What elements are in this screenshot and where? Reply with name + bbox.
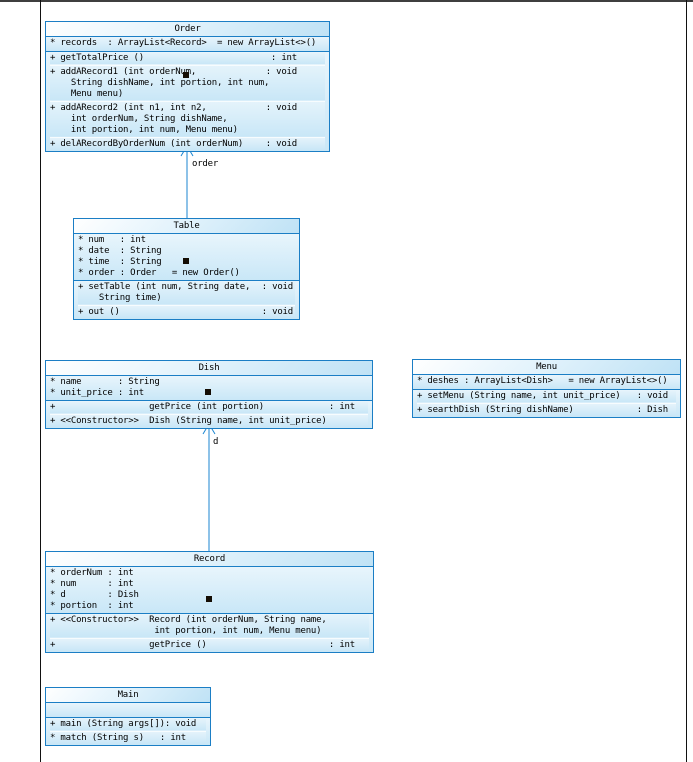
method-line: String time) [78, 293, 162, 303]
right-ruler-line [686, 0, 687, 762]
method-line: + delARecordByOrderNum (int orderNum) : … [50, 139, 297, 149]
method-line: int portion, int num, Menu menu) [50, 626, 322, 636]
attribute-line: * order : Order = new Order() [78, 268, 240, 278]
association-d-label: d [213, 437, 219, 447]
attribute-line: * deshes : ArrayList<Dish> = new ArrayLi… [417, 376, 668, 386]
method-entry: + addARecord2 (int n1, int n2, : void in… [50, 101, 325, 136]
method-line: + setMenu (String name, int unit_price) … [417, 391, 668, 401]
method-line: + getPrice (int portion) : int [50, 402, 355, 412]
method-line: + main (String args[]) : void [50, 719, 197, 729]
class-box-dish[interactable]: Dish * name : String * unit_price : int … [45, 360, 373, 429]
method-entry: + main (String args[]) : void [50, 719, 206, 730]
method-entry: + getTotalPrice () : int [50, 53, 325, 64]
class-title-dish: Dish [46, 361, 372, 376]
class-box-menu[interactable]: Menu * deshes : ArrayList<Dish> = new Ar… [412, 359, 681, 418]
method-line: + getPrice () : int [50, 640, 355, 650]
method-line: + out () : void [78, 307, 293, 317]
attribute-line: * num : int [50, 579, 134, 589]
method-line: + <<Constructor>> Record (int orderNum, … [50, 615, 327, 625]
methods-section: + getTotalPrice () : int + addARecord1 (… [46, 52, 329, 151]
attribute-line: * date : String [78, 246, 162, 256]
method-entry: + setMenu (String name, int unit_price) … [417, 391, 676, 402]
methods-section: + setTable (int num, String date, : void… [74, 281, 299, 319]
method-entry: * match (String s) : int [50, 731, 206, 744]
method-entry: + out () : void [78, 305, 295, 318]
method-entry: + <<Constructor>> Dish (String name, int… [50, 414, 368, 427]
method-line: + <<Constructor>> Dish (String name, int… [50, 416, 327, 426]
connector-handle[interactable] [183, 72, 189, 78]
left-ruler-line [40, 0, 41, 762]
attribute-line: * records : ArrayList<Record> = new Arra… [50, 38, 317, 48]
attribute-line: * unit_price : int [50, 388, 144, 398]
attributes-section: * num : int * date : String * time : Str… [74, 234, 299, 281]
attribute-line: * num : int [78, 235, 146, 245]
methods-section: + getPrice (int portion) : int + <<Const… [46, 401, 372, 428]
class-title-record: Record [46, 552, 373, 567]
class-title-main: Main [46, 688, 210, 703]
method-line: String dishName, int portion, int num, [50, 78, 270, 88]
attribute-line: * orderNum : int [50, 568, 134, 578]
method-entry: + getPrice () : int [50, 638, 369, 651]
attribute-line: * d : Dish [50, 590, 139, 600]
method-line: + searthDish (String dishName) : Dish [417, 405, 668, 415]
attributes-section: * orderNum : int * num : int * d : Dish … [46, 567, 373, 614]
attribute-line: * name : String [50, 377, 160, 387]
window-top-border-line [0, 0, 693, 2]
method-line: int orderNum, String dishName, [50, 114, 228, 124]
class-title-order: Order [46, 22, 329, 37]
methods-section: + setMenu (String name, int unit_price) … [413, 390, 680, 417]
connector-handle[interactable] [183, 258, 189, 264]
methods-section: + <<Constructor>> Record (int orderNum, … [46, 614, 373, 652]
class-title-table: Table [74, 219, 299, 234]
method-entry: + <<Constructor>> Record (int orderNum, … [50, 615, 369, 637]
method-line: + addARecord1 (int orderNum, : void [50, 67, 297, 77]
class-box-record[interactable]: Record * orderNum : int * num : int * d … [45, 551, 374, 653]
method-line: + setTable (int num, String date, : void [78, 282, 293, 292]
method-line: + addARecord2 (int n1, int n2, : void [50, 103, 297, 113]
method-entry: + delARecordByOrderNum (int orderNum) : … [50, 137, 325, 150]
class-box-table[interactable]: Table * num : int * date : String * time… [73, 218, 300, 320]
attributes-section: * deshes : ArrayList<Dish> = new ArrayLi… [413, 375, 680, 390]
connector-handle[interactable] [205, 389, 211, 395]
class-box-order[interactable]: Order * records : ArrayList<Record> = ne… [45, 21, 330, 152]
method-line: + getTotalPrice () : int [50, 53, 297, 63]
method-line: Menu menu) [50, 89, 124, 99]
method-line: * match (String s) : int [50, 733, 186, 743]
association-order-label: order [192, 159, 219, 169]
class-box-main[interactable]: Main + main (String args[]) : void * mat… [45, 687, 211, 746]
method-entry: + getPrice (int portion) : int [50, 402, 368, 413]
method-entry: + addARecord1 (int orderNum, : void Stri… [50, 65, 325, 100]
connector-handle[interactable] [206, 596, 212, 602]
attribute-line: * time : String [78, 257, 162, 267]
class-title-menu: Menu [413, 360, 680, 375]
attributes-section: * records : ArrayList<Record> = new Arra… [46, 37, 329, 52]
method-entry: + setTable (int num, String date, : void… [78, 282, 295, 304]
attribute-line: * portion : int [50, 601, 134, 611]
association-order-arrow[interactable] [179, 145, 196, 219]
method-entry: + searthDish (String dishName) : Dish [417, 403, 676, 416]
attributes-section: * name : String * unit_price : int [46, 376, 372, 401]
method-line: int portion, int num, Menu menu) [50, 125, 238, 135]
methods-section: + main (String args[]) : void * match (S… [46, 718, 210, 745]
attributes-section-empty [46, 703, 210, 718]
